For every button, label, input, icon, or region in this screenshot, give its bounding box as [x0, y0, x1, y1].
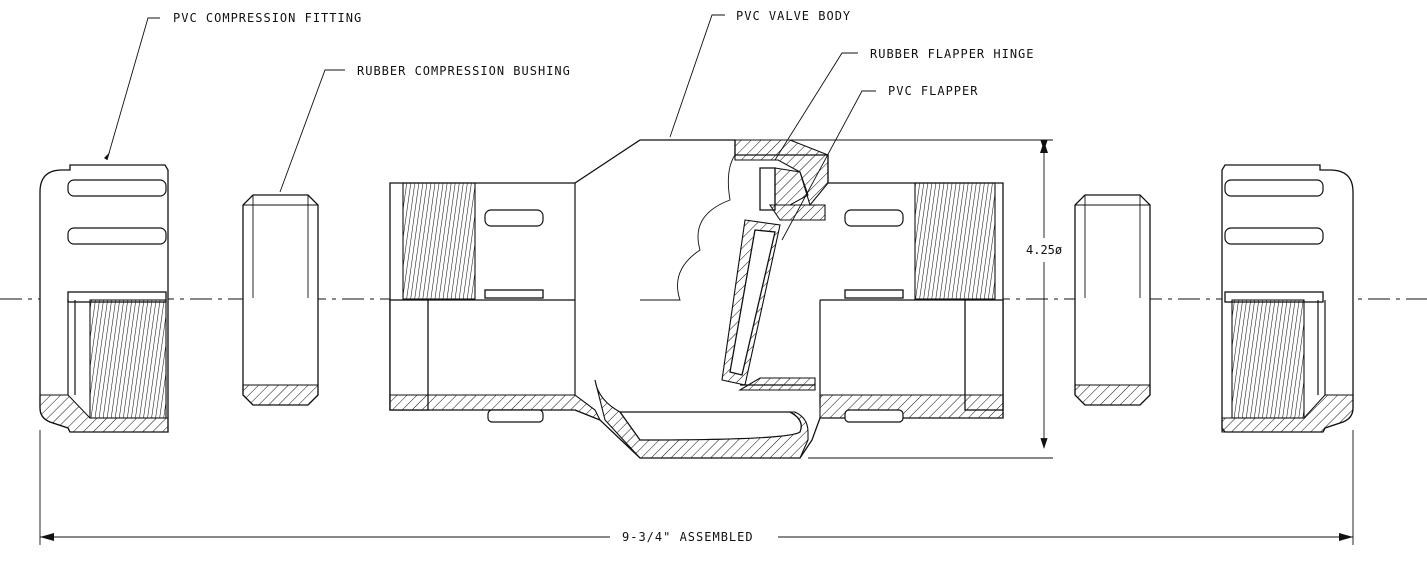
callout-leaders [104, 14, 876, 241]
valve-body [389, 139, 1004, 459]
label-compression-bushing: RUBBER COMPRESSION BUSHING [357, 64, 571, 78]
label-flapper: PVC FLAPPER [888, 84, 978, 98]
right-compression-fitting [1221, 164, 1354, 433]
diameter-dimension [740, 139, 1053, 459]
left-rubber-bushing [242, 194, 319, 406]
overall-length-value: 9-3/4" ASSEMBLED [622, 530, 754, 544]
left-compression-fitting [39, 164, 169, 433]
label-flapper-hinge: RUBBER FLAPPER HINGE [870, 47, 1035, 61]
overall-length-dimension [39, 430, 1354, 545]
label-valve-body: PVC VALVE BODY [736, 9, 851, 23]
diameter-value: 4.25ø [1026, 243, 1062, 257]
label-compression-fitting: PVC COMPRESSION FITTING [173, 11, 362, 25]
right-rubber-bushing [1074, 194, 1151, 406]
